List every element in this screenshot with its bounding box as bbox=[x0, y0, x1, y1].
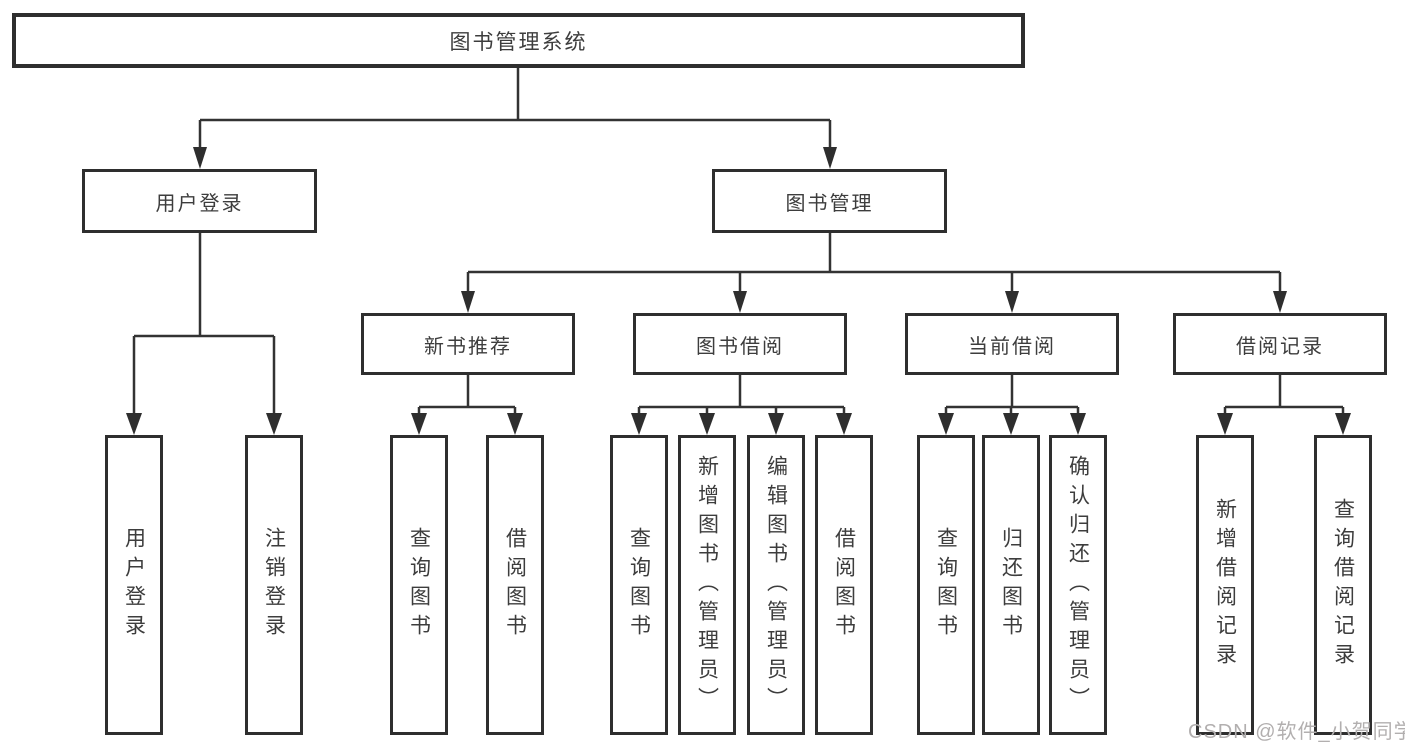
node-user-login: 用户登录 bbox=[82, 169, 317, 233]
node-label: 当前借阅 bbox=[968, 335, 1056, 358]
node-edit-books-admin: 编辑图书（管理员） bbox=[747, 435, 805, 735]
node-add-books-admin: 新增图书（管理员） bbox=[678, 435, 736, 735]
node-label: 新增借阅记录 bbox=[1213, 498, 1237, 672]
node-library-system: 图书管理系统 bbox=[12, 13, 1025, 68]
node-label: 图书借阅 bbox=[696, 335, 784, 358]
node-book-borrowing: 图书借阅 bbox=[633, 313, 847, 375]
node-borrow-books-borrowing: 借阅图书 bbox=[815, 435, 873, 735]
node-query-books-current: 查询图书 bbox=[917, 435, 975, 735]
node-label: 确认归还（管理员） bbox=[1066, 454, 1090, 716]
node-label: 查询图书 bbox=[627, 527, 651, 643]
node-new-book-recommend: 新书推荐 bbox=[361, 313, 575, 375]
node-label: 新书推荐 bbox=[424, 335, 512, 358]
node-label: 借阅图书 bbox=[832, 527, 856, 643]
node-label: 借阅记录 bbox=[1236, 335, 1324, 358]
node-user-login-action: 用户登录 bbox=[105, 435, 163, 735]
node-label: 借阅图书 bbox=[503, 527, 527, 643]
node-borrowing-records: 借阅记录 bbox=[1173, 313, 1387, 375]
node-query-books-borrowing: 查询图书 bbox=[610, 435, 668, 735]
node-add-borrow-record: 新增借阅记录 bbox=[1196, 435, 1254, 735]
node-label: 查询图书 bbox=[407, 527, 431, 643]
node-label: 编辑图书（管理员） bbox=[764, 454, 788, 716]
node-borrow-books-recommend: 借阅图书 bbox=[486, 435, 544, 735]
node-label: 查询图书 bbox=[934, 527, 958, 643]
node-label: 查询借阅记录 bbox=[1331, 498, 1355, 672]
node-logout-action: 注销登录 bbox=[245, 435, 303, 735]
node-confirm-return-admin: 确认归还（管理员） bbox=[1049, 435, 1107, 735]
node-query-borrow-record: 查询借阅记录 bbox=[1314, 435, 1372, 735]
node-label: 图书管理系统 bbox=[449, 30, 588, 54]
node-label: 用户登录 bbox=[122, 527, 146, 643]
node-label: 注销登录 bbox=[262, 527, 286, 643]
node-label: 归还图书 bbox=[999, 527, 1023, 643]
node-current-borrowing: 当前借阅 bbox=[905, 313, 1119, 375]
csdn-watermark: CSDN @软件_小贺同学 bbox=[1188, 721, 1405, 743]
node-label: 新增图书（管理员） bbox=[695, 454, 719, 716]
node-label: 用户登录 bbox=[155, 192, 244, 215]
node-book-management: 图书管理 bbox=[712, 169, 947, 233]
node-label: 图书管理 bbox=[785, 192, 874, 215]
node-return-books: 归还图书 bbox=[982, 435, 1040, 735]
node-query-books-recommend: 查询图书 bbox=[390, 435, 448, 735]
